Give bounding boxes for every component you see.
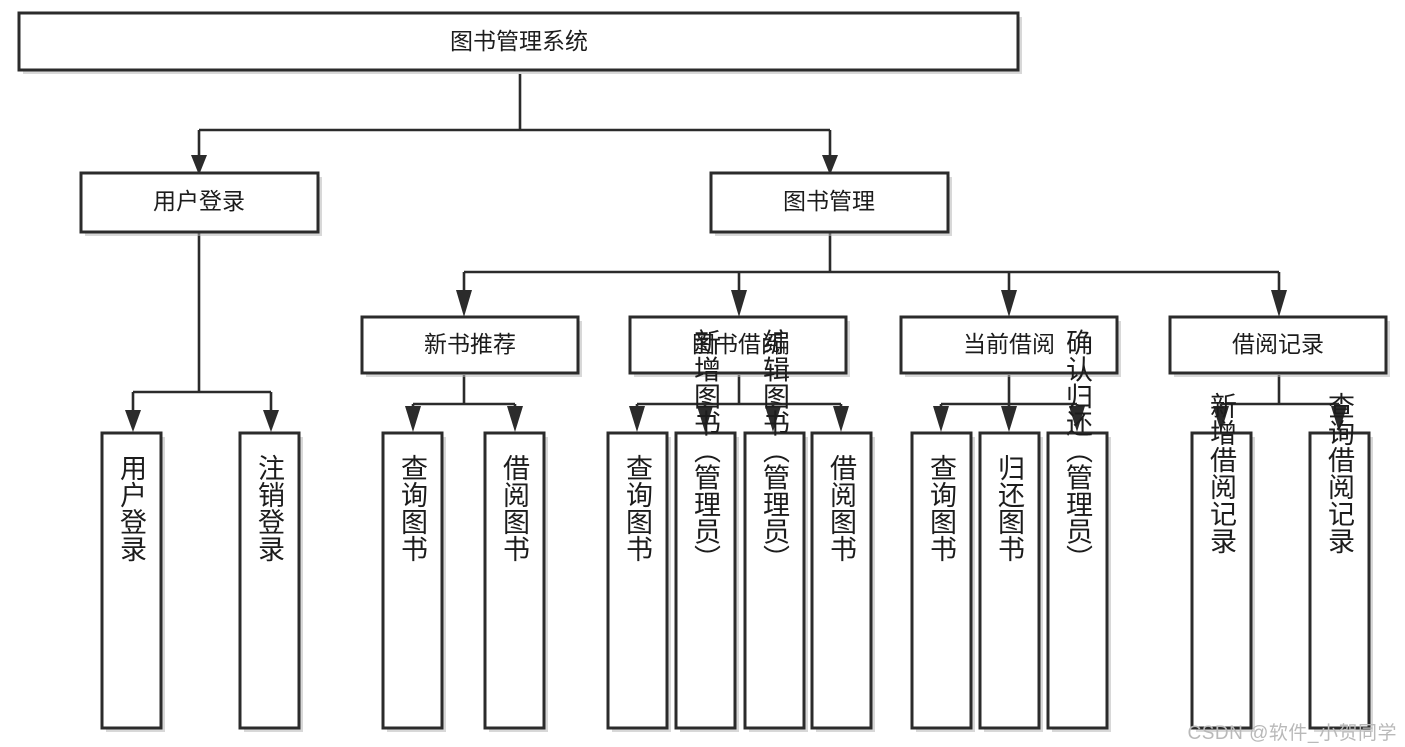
arrow-user-login [191,155,207,175]
node-current-borrow-box[interactable] [899,315,1119,375]
arrow-leaf-edit-book [765,406,781,432]
node-leaf-user-logout-box[interactable] [238,431,301,730]
node-leaf-user-login-box[interactable] [100,431,163,730]
node-book-manage-label: 图书管理 [783,188,875,214]
node-leaf-query-book-3[interactable]: 查询图书 [910,431,975,732]
arrow-leaf-query-book-2 [629,406,645,432]
node-leaf-add-book-box[interactable] [674,431,737,730]
node-leaf-edit-book[interactable]: 编辑图书（管理员） [743,328,808,732]
node-leaf-query-book-2-label: 查询图书 [622,454,653,562]
node-leaf-borrow-book-2-label: 借阅图书 [826,454,857,562]
node-leaf-query-book-3-box[interactable] [910,431,973,730]
node-leaf-borrow-book-2[interactable]: 借阅图书 [810,431,875,732]
arrow-leaf-user-logout [263,410,279,432]
node-root[interactable]: 图书管理系统 [17,11,1022,74]
node-current-borrow-label: 当前借阅 [963,331,1055,357]
node-leaf-confirm-return-box[interactable] [1046,431,1109,730]
node-leaf-borrow-book-1-label: 借阅图书 [499,454,530,562]
node-book-borrow-label: 图书借阅 [692,331,784,357]
node-leaf-borrow-book-2-box[interactable] [810,431,873,730]
node-book-manage-box[interactable] [709,171,950,234]
node-leaf-query-book-1-label: 查询图书 [397,454,428,562]
node-leaf-edit-book-label: 编辑图书（管理员） [759,328,790,571]
node-leaf-user-logout[interactable]: 注销登录 [238,431,303,732]
node-leaf-borrow-book-1[interactable]: 借阅图书 [483,431,548,732]
node-leaf-return-book-box[interactable] [978,431,1041,730]
node-leaf-user-login-label: 用户登录 [116,454,147,562]
node-leaf-query-book-1-box[interactable] [381,431,444,730]
node-leaf-user-login[interactable]: 用户登录 [100,431,165,732]
node-current-borrow[interactable]: 当前借阅 [899,315,1121,377]
arrow-leaf-borrow-book-1 [507,406,523,432]
node-user-login-label: 用户登录 [153,188,245,214]
node-leaf-edit-book-box[interactable] [743,431,806,730]
node-leaf-add-record-box[interactable] [1190,431,1253,730]
node-leaf-confirm-return[interactable]: 确认归还（管理员） [1046,328,1111,732]
node-user-login[interactable]: 用户登录 [79,171,322,236]
arrow-leaf-query-book-3 [933,406,949,432]
node-new-book-rec-label: 新书推荐 [424,331,516,357]
node-leaf-add-book-label: 新增图书（管理员） [690,328,721,571]
arrow-leaf-confirm-return [1069,406,1085,432]
arrow-book-manage [822,155,838,175]
arrow-leaf-borrow-book-2 [833,406,849,432]
arrow-leaf-add-record [1213,406,1229,432]
arrow-new-book-rec [456,290,472,317]
arrow-leaf-query-book-1 [405,406,421,432]
node-root-label: 图书管理系统 [450,28,588,54]
node-leaf-add-book[interactable]: 新增图书（管理员） [674,328,739,732]
arrow-leaf-user-login [125,410,141,432]
node-leaf-query-record[interactable]: 查询借阅记录 [1308,392,1373,732]
node-borrow-record-box[interactable] [1168,315,1388,375]
node-book-borrow-box[interactable] [628,315,848,375]
node-borrow-record[interactable]: 借阅记录 [1168,315,1390,377]
arrow-borrow-record [1271,290,1287,317]
node-leaf-query-book-2-box[interactable] [606,431,669,730]
node-user-login-box[interactable] [79,171,320,234]
node-borrow-record-label: 借阅记录 [1232,331,1324,357]
node-new-book-rec-box[interactable] [360,315,580,375]
arrow-book-borrow [731,290,747,317]
node-leaf-confirm-return-label: 确认归还（管理员） [1062,328,1093,571]
arrow-leaf-add-book [697,406,713,432]
arrow-current-borrow [1001,290,1017,317]
node-new-book-rec[interactable]: 新书推荐 [360,315,582,377]
node-leaf-return-book[interactable]: 归还图书 [978,431,1043,732]
node-leaf-user-logout-label: 注销登录 [254,454,285,562]
csdn-watermark: CSDN @软件_小贺同学 [1187,723,1397,744]
node-leaf-query-book-2[interactable]: 查询图书 [606,431,671,732]
node-leaf-query-record-label: 查询借阅记录 [1324,392,1355,554]
node-leaf-query-book-1[interactable]: 查询图书 [381,431,446,732]
node-book-borrow[interactable]: 图书借阅 [628,315,850,377]
node-leaf-return-book-label: 归还图书 [994,454,1025,562]
node-leaf-add-record-label: 新增借阅记录 [1206,392,1237,554]
node-leaf-query-record-box[interactable] [1308,431,1371,730]
connector-layer [125,74,1347,432]
node-leaf-add-record[interactable]: 新增借阅记录 [1190,392,1255,732]
node-root-box[interactable] [17,11,1020,72]
node-leaf-borrow-book-1-box[interactable] [483,431,546,730]
node-leaf-query-book-3-label: 查询图书 [926,454,957,562]
node-book-manage[interactable]: 图书管理 [709,171,952,236]
arrow-leaf-query-record [1331,406,1347,432]
arrow-leaf-return-book [1001,406,1017,432]
